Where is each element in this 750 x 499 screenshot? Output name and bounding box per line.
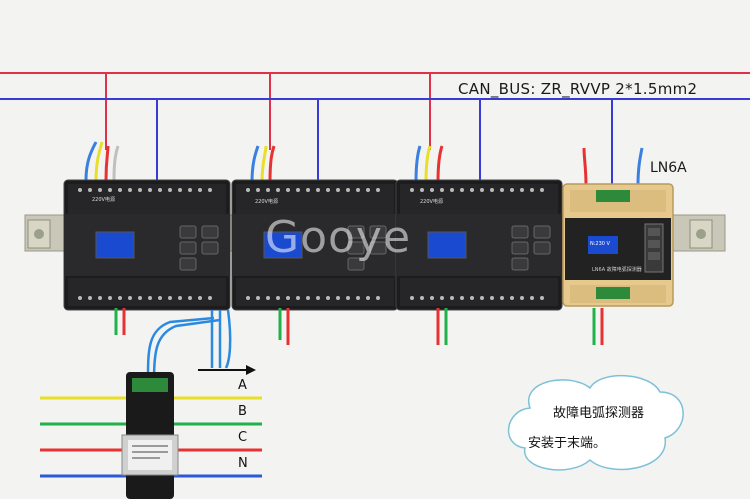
module1-input-wires — [84, 141, 120, 181]
module2-voltage-label: 220V电源 — [255, 199, 278, 205]
phase-n-label: N — [238, 456, 248, 471]
phase-c-label: C — [238, 430, 248, 445]
ln6a-caption: LN6A 故障电弧探测器 — [592, 267, 642, 273]
can-bus-blue-wire — [0, 98, 750, 185]
watermark: Gooye — [265, 212, 412, 263]
module2-button[interactable] — [347, 225, 365, 239]
module2-button[interactable] — [369, 225, 387, 239]
arc-detector-sensor — [121, 372, 179, 499]
module1-voltage-label: 220V电源 — [92, 197, 115, 203]
module2-button[interactable] — [369, 241, 387, 255]
control-module-3 — [395, 179, 563, 311]
direction-arrow — [198, 365, 256, 375]
note-line-1: 故障电弧探测器 — [553, 406, 645, 421]
module1-button[interactable] — [201, 241, 219, 255]
module1-button[interactable] — [179, 257, 197, 271]
module3-input-wires — [414, 145, 444, 183]
module3-button[interactable] — [511, 225, 529, 239]
module2-input-wires — [250, 145, 276, 183]
sensor-signal-cable — [146, 309, 232, 381]
module4-input-wires — [582, 147, 644, 186]
module1-button[interactable] — [179, 225, 197, 239]
module1-button[interactable] — [179, 241, 197, 255]
module2-button[interactable] — [347, 257, 365, 271]
module1-screen — [95, 231, 135, 259]
module3-button[interactable] — [511, 257, 529, 271]
ln6a-screen-text: N:230 V — [590, 241, 610, 247]
module2-screen — [263, 231, 303, 259]
note-line-2: 安装于末端。 — [528, 436, 607, 451]
control-module-1 — [63, 179, 231, 311]
ln6a-module — [562, 183, 674, 307]
phase-a-label: A — [238, 378, 247, 393]
module3-button[interactable] — [511, 241, 529, 255]
control-module-2 — [231, 179, 399, 311]
module3-button[interactable] — [533, 241, 551, 255]
module3-button[interactable] — [533, 225, 551, 239]
module1-button[interactable] — [201, 225, 219, 239]
module3-voltage-label: 220V电源 — [420, 199, 443, 205]
note-cloud — [508, 375, 684, 471]
can-bus-label: CAN_BUS: ZR_RVVP 2*1.5mm2 — [458, 80, 698, 98]
module-output-wires — [114, 308, 604, 345]
phase-b-label: B — [238, 404, 247, 419]
module3-screen — [427, 231, 467, 259]
module2-button[interactable] — [347, 241, 365, 255]
ln6a-label: LN6A — [650, 160, 687, 176]
can-bus-red-wire — [0, 72, 750, 150]
